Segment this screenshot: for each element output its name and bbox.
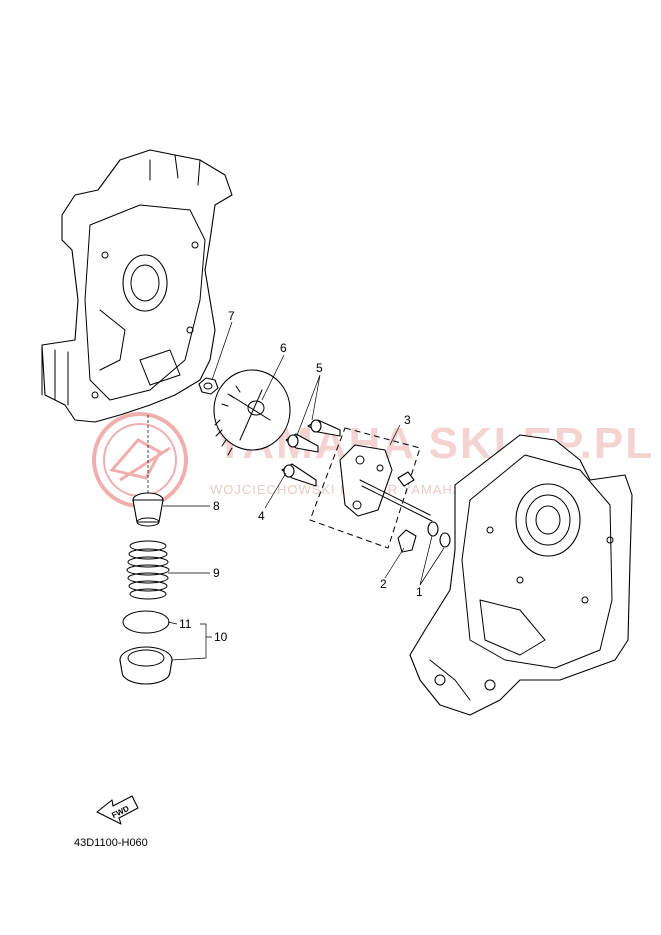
callout-8: 8 xyxy=(213,499,220,513)
callout-1: 1 xyxy=(416,585,423,599)
part-2-dowel-pin xyxy=(397,529,417,553)
callout-10: 10 xyxy=(214,630,228,644)
part-4-bolt xyxy=(281,463,317,487)
watermark-logo-icon xyxy=(92,412,188,508)
callout-6: 6 xyxy=(280,341,287,355)
part-code: 43D1100-H060 xyxy=(74,837,148,849)
watermark-tagline: WOJCIECHOWSKI DEALER YAMAHA xyxy=(210,482,463,497)
right-crankcase xyxy=(409,434,633,716)
callout-numbers: 7 6 5 3 4 2 1 8 9 11 10 xyxy=(179,309,423,644)
callout-11: 11 xyxy=(179,617,192,631)
part-9-spring xyxy=(126,540,170,600)
callout-3: 3 xyxy=(404,413,411,427)
leader-lines xyxy=(163,321,445,661)
callout-7: 7 xyxy=(228,309,235,323)
part-11-o-ring xyxy=(122,610,170,634)
callout-5: 5 xyxy=(316,361,323,375)
part-1-o-rings xyxy=(427,521,451,548)
fwd-arrow-icon: FWD xyxy=(96,795,139,825)
part-5-bolts xyxy=(285,419,341,453)
callout-2: 2 xyxy=(380,577,387,591)
part-7-nut xyxy=(198,377,219,395)
left-crankcase-cover xyxy=(41,149,233,495)
part-10-drain-plug xyxy=(119,646,173,685)
part-3-oil-pump-assembly xyxy=(309,427,433,549)
part-8-strainer xyxy=(132,492,164,527)
part-6-gear xyxy=(213,369,291,456)
callout-4: 4 xyxy=(258,509,265,523)
callout-9: 9 xyxy=(213,566,220,580)
